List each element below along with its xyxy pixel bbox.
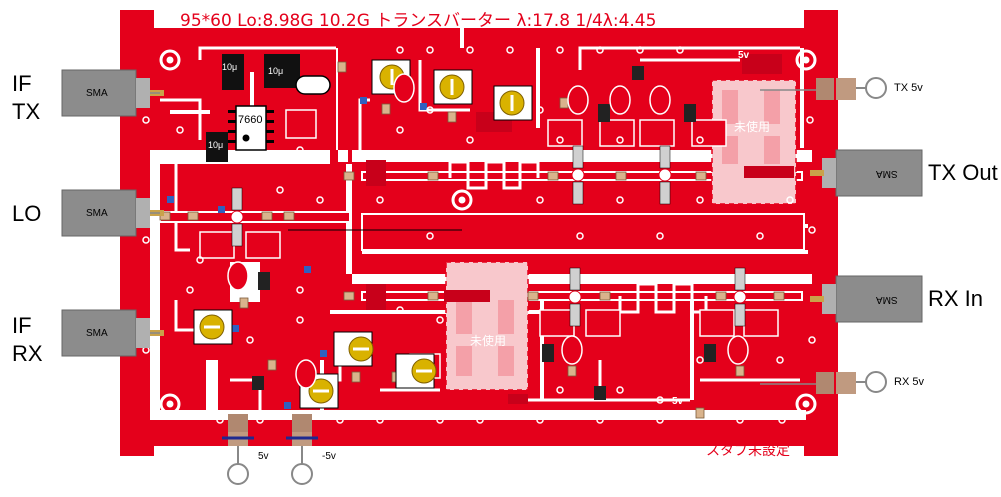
unused-label-tx: 未使用 [734,120,771,134]
p5v-label: 5v [258,451,269,462]
rx-5v-label: RX 5v [894,376,924,388]
port-rx-in: RX In [928,286,984,311]
board-5v-bottom: 5v [672,396,684,407]
port-if-rx-line2: RX [12,341,43,366]
cap-label-2: 10μ [268,66,284,76]
port-if-rx-line1: IF [12,313,32,338]
port-if-tx-line1: IF [12,71,32,96]
sma-label-tx-out: SMA [876,168,898,179]
m5v-label: -5v [322,451,336,462]
ic-7660 [235,105,267,151]
board-5v-top: 5v [738,50,750,61]
sma-label-if-rx: SMA [86,328,108,339]
port-if-tx: IF TX [12,70,40,126]
stub-note: スタブ未設定 [706,443,790,459]
sma-label-if-tx: SMA [86,88,108,99]
port-lo: LO [12,201,42,226]
cap-label-1: 10μ [222,62,238,72]
port-if-rx: IF RX [12,312,43,368]
board-title: 95*60 Lo:8.98G 10.2G トランスバーター λ:17.8 1/4… [180,11,657,31]
port-tx-out: TX Out [928,160,998,185]
unused-label-rx: 未使用 [470,334,507,348]
sma-label-lo: SMA [86,208,108,219]
port-if-tx-line2: TX [12,99,41,124]
mounting-holes [159,49,817,415]
cap-label-3: 10μ [208,140,224,150]
ic-label: 7660 [238,114,263,126]
tx-5v-label: TX 5v [894,82,923,94]
sma-label-rx-in: SMA [876,294,898,305]
unused-area-rx [444,261,529,391]
